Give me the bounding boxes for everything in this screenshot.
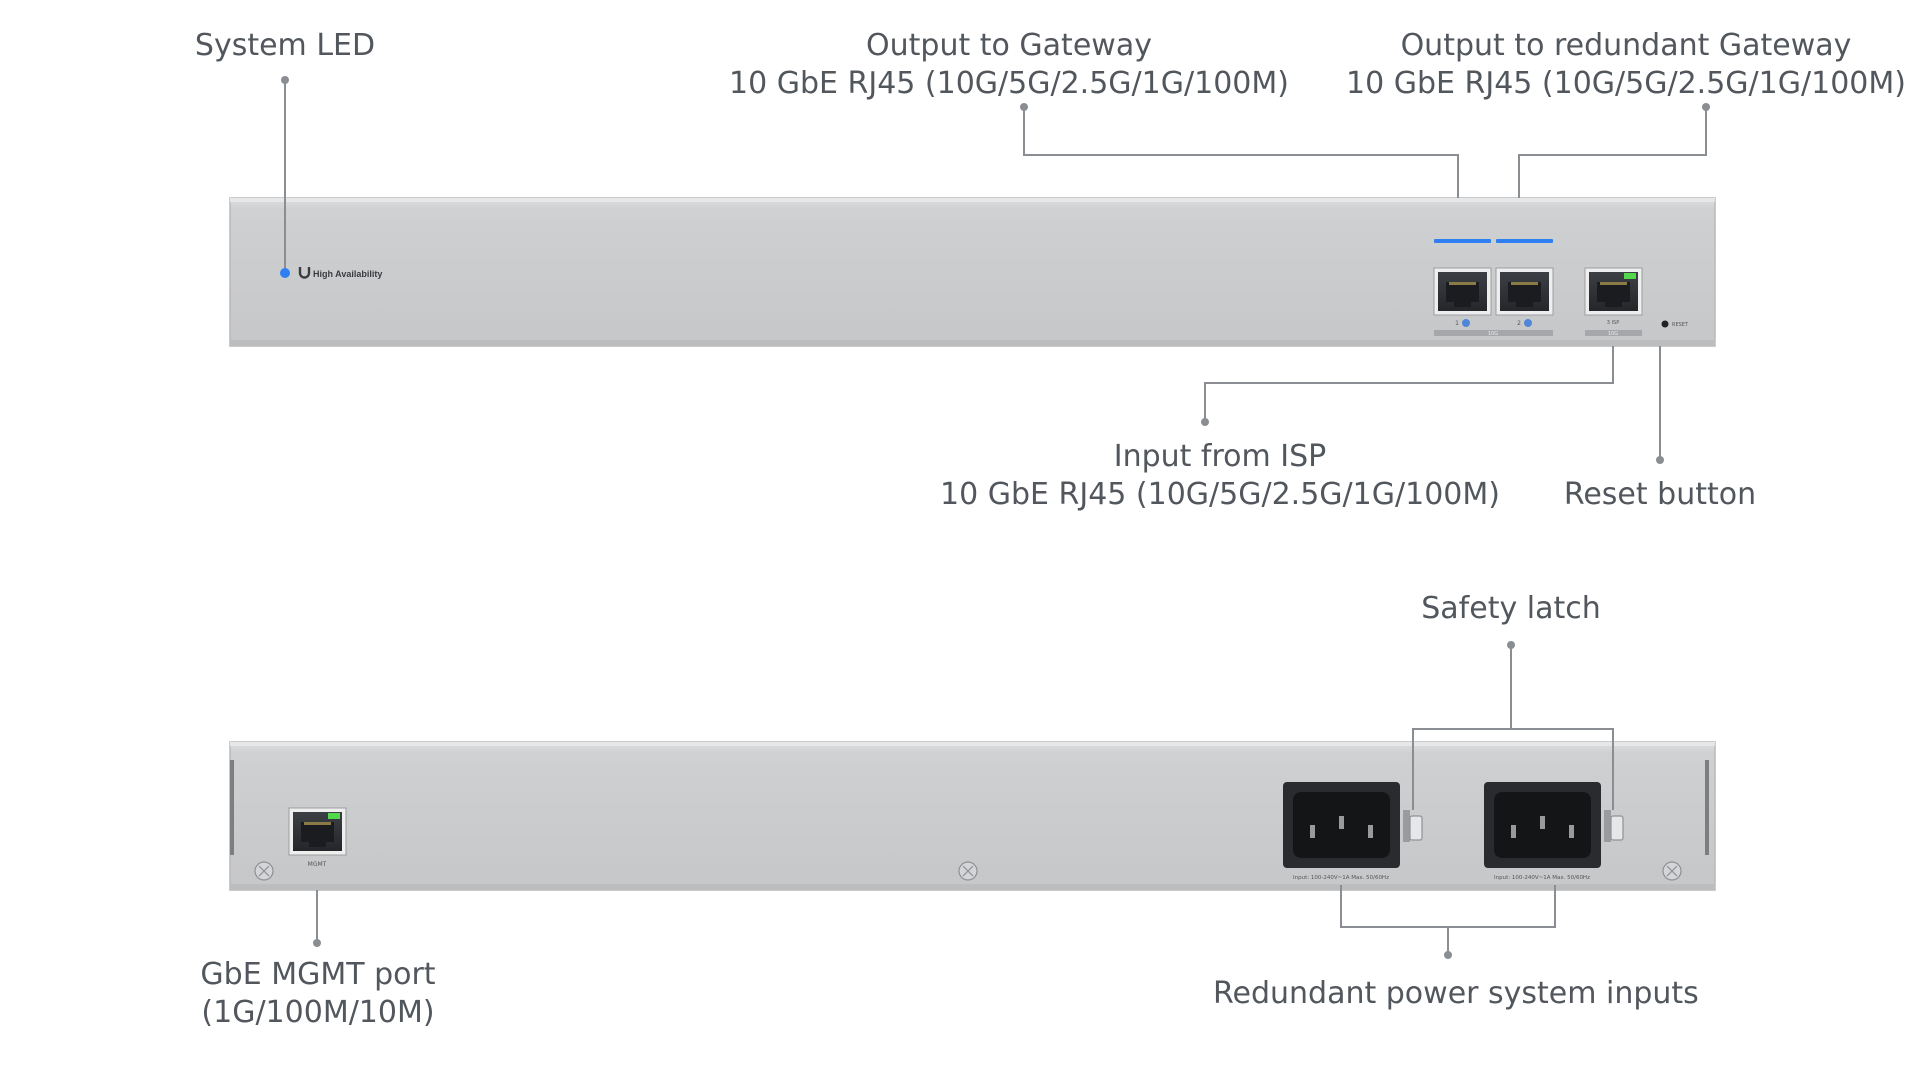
label-mgmt-port-line2: (1G/100M/10M) bbox=[201, 995, 435, 1030]
label-system-led-text: System LED bbox=[194, 28, 376, 63]
screw-icon bbox=[254, 861, 274, 881]
label-output-redundant: Output to redundant Gateway 10 GbE RJ45 … bbox=[1343, 27, 1909, 103]
port1-indicator bbox=[1462, 319, 1470, 327]
label-power-inputs-text: Redundant power system inputs bbox=[1213, 976, 1699, 1011]
label-mgmt-port: GbE MGMT port (1G/100M/10M) bbox=[187, 956, 449, 1032]
rj45-port-1[interactable] bbox=[1433, 267, 1492, 316]
leader-dots bbox=[281, 76, 1710, 959]
port-label-2: 2 bbox=[1517, 320, 1521, 327]
rj45-port-2[interactable] bbox=[1495, 267, 1554, 316]
label-output-gateway-line1: Output to Gateway bbox=[866, 28, 1152, 63]
group-label-gateway: 10G bbox=[1488, 331, 1498, 337]
group-bar-gateway bbox=[1434, 330, 1553, 336]
rear-panel: MGMT Input: 100-240V~1A Max. 50/60Hz bbox=[229, 741, 1716, 891]
label-safety-latch-text: Safety latch bbox=[1421, 591, 1601, 626]
system-led bbox=[280, 268, 290, 278]
isp-link-led bbox=[1624, 273, 1636, 279]
mgmt-link-led bbox=[328, 813, 340, 819]
port2-status-bar bbox=[1496, 239, 1553, 243]
screw-icon bbox=[958, 861, 978, 881]
screw-icon bbox=[1662, 861, 1682, 881]
ubiquiti-logo-icon bbox=[298, 267, 311, 279]
port1-status-bar bbox=[1434, 239, 1491, 243]
safety-latch-2[interactable] bbox=[1604, 810, 1624, 842]
mgmt-text: MGMT bbox=[308, 861, 327, 868]
label-system-led: System LED bbox=[185, 27, 385, 65]
reset-button[interactable] bbox=[1661, 320, 1669, 328]
label-safety-latch: Safety latch bbox=[1411, 590, 1611, 628]
label-power-inputs: Redundant power system inputs bbox=[1213, 975, 1699, 1013]
mgmt-port[interactable] bbox=[288, 807, 347, 856]
label-input-isp-line2: 10 GbE RJ45 (10G/5G/2.5G/1G/100M) bbox=[940, 477, 1500, 512]
label-reset-button: Reset button bbox=[1555, 476, 1765, 514]
power-inlet-1[interactable] bbox=[1283, 782, 1400, 868]
reset-text: RESET bbox=[1672, 322, 1689, 328]
label-output-gateway: Output to Gateway 10 GbE RJ45 (10G/5G/2.… bbox=[724, 27, 1294, 103]
label-output-redundant-line1: Output to redundant Gateway bbox=[1400, 28, 1852, 63]
psu1-text: Input: 100-240V~1A Max. 50/60Hz bbox=[1293, 875, 1389, 881]
label-reset-button-text: Reset button bbox=[1563, 477, 1757, 512]
label-output-redundant-line2: 10 GbE RJ45 (10G/5G/2.5G/1G/100M) bbox=[1346, 66, 1906, 101]
label-input-isp-line1: Input from ISP bbox=[1113, 439, 1327, 474]
label-mgmt-port-line1: GbE MGMT port bbox=[200, 957, 436, 992]
group-label-isp: 10G bbox=[1608, 331, 1618, 337]
power-inlet-2[interactable] bbox=[1484, 782, 1601, 868]
rj45-port-isp[interactable] bbox=[1584, 267, 1643, 316]
port-label-1: 1 bbox=[1455, 320, 1459, 327]
front-panel: High Availability 1 2 bbox=[229, 197, 1716, 347]
brand-text: High Availability bbox=[313, 269, 382, 279]
label-input-isp: Input from ISP 10 GbE RJ45 (10G/5G/2.5G/… bbox=[935, 438, 1505, 514]
label-output-gateway-line2: 10 GbE RJ45 (10G/5G/2.5G/1G/100M) bbox=[729, 66, 1289, 101]
safety-latch-1[interactable] bbox=[1403, 810, 1423, 842]
leader-lines bbox=[284, 80, 1707, 955]
port-label-isp: 3 ISP bbox=[1607, 320, 1619, 326]
port2-indicator bbox=[1524, 319, 1532, 327]
group-bar-isp bbox=[1585, 330, 1642, 336]
psu2-text: Input: 100-240V~1A Max. 50/60Hz bbox=[1494, 875, 1590, 881]
